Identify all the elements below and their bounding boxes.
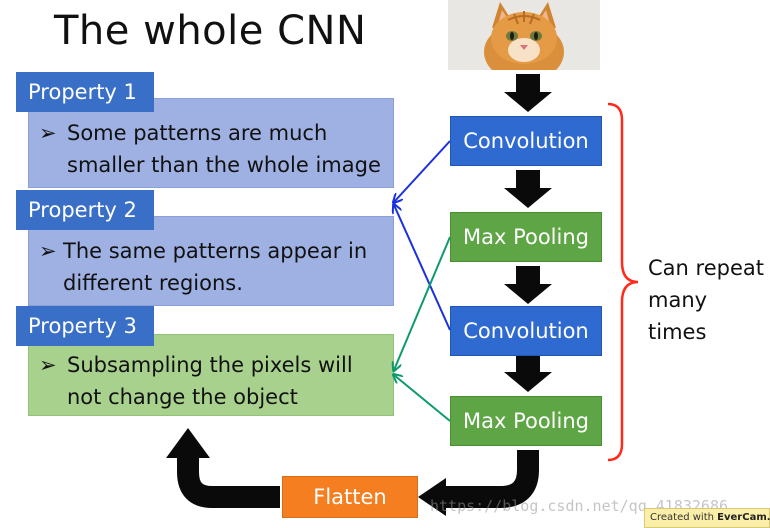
curve-arrow-from-flatten <box>177 456 280 508</box>
property-1-box: ➢ Some patterns are much smaller than th… <box>28 98 394 188</box>
down-arrow-icon <box>504 266 552 304</box>
repeat-note-text: Can repeat many times <box>648 256 764 344</box>
page-title: The whole CNN <box>54 8 367 54</box>
evercam-badge: Created with EverCam. <box>644 508 770 528</box>
max-pooling-box-1: Max Pooling <box>450 212 602 262</box>
cat-image <box>448 0 600 70</box>
connector-pool2 <box>394 375 451 422</box>
bullet-icon: ➢ <box>39 353 57 377</box>
repeat-note: Can repeat many times <box>648 252 768 348</box>
flatten-box: Flatten <box>282 476 418 518</box>
connector-pool1 <box>394 236 451 370</box>
evercam-prefix: Created with <box>650 512 714 523</box>
convolution-box-2: Convolution <box>450 306 602 356</box>
down-arrow-icon <box>504 170 552 208</box>
property-2-text: The same patterns appear in different re… <box>63 239 368 295</box>
property-1-label: Property 1 <box>16 72 154 112</box>
property-3-label: Property 3 <box>16 306 154 346</box>
connector-conv1 <box>394 140 451 202</box>
convolution-box-1: Convolution <box>450 116 602 166</box>
property-2-box: ➢ The same patterns appear in different … <box>28 216 394 306</box>
property-3-text: Subsampling the pixels will not change t… <box>67 353 353 409</box>
bullet-icon: ➢ <box>39 239 57 263</box>
property-1-text: Some patterns are much smaller than the … <box>67 121 381 177</box>
curve-arrow-to-flatten <box>440 450 539 508</box>
repeat-brace <box>607 102 639 462</box>
max-pooling-box-2: Max Pooling <box>450 396 602 446</box>
property-2-label: Property 2 <box>16 190 154 230</box>
evercam-brand: EverCam. <box>717 512 770 523</box>
bullet-icon: ➢ <box>39 121 57 145</box>
down-arrow-icon <box>504 74 552 112</box>
property-3-box: ➢ Subsampling the pixels will not change… <box>28 334 394 416</box>
down-arrow-icon <box>504 356 552 392</box>
connector-conv2 <box>394 205 451 331</box>
